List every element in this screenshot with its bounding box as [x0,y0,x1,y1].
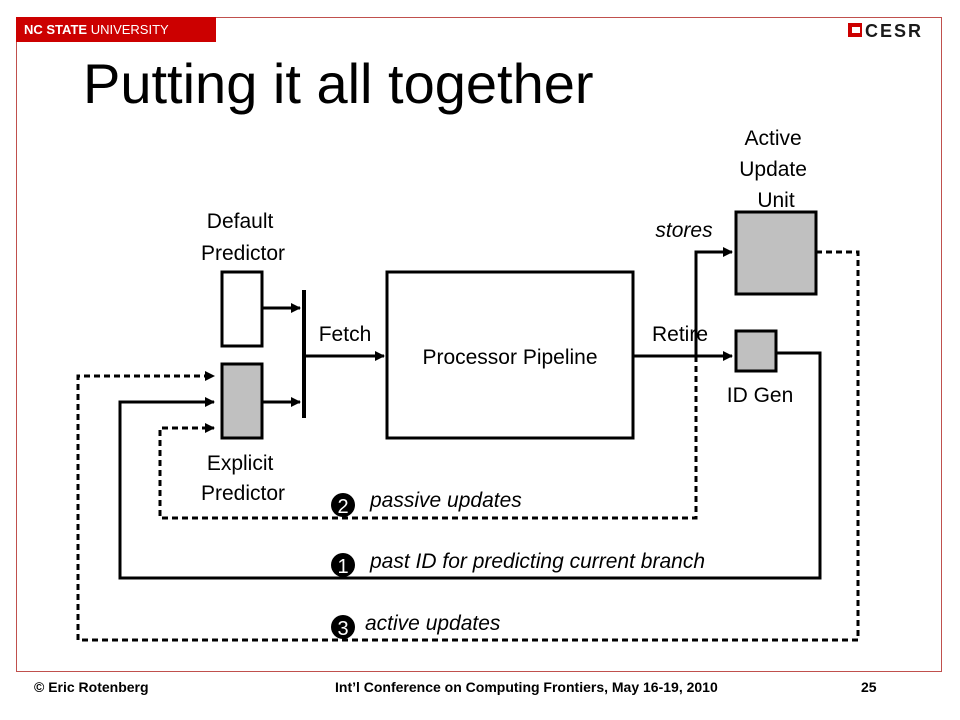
slide-title: Putting it all together [83,52,594,115]
passive-updates-path [158,356,698,520]
footer-author: © Eric Rotenberg [34,679,149,695]
active-updates-path [76,250,860,642]
stores-arrow [694,247,733,356]
fetch-label: Fetch [319,323,372,346]
explicit-predictor-box [220,362,264,440]
past-id-label: past ID for predicting current branch [369,550,705,573]
university-banner: NC STATE UNIVERSITY [16,17,216,42]
active-update-unit-box [734,210,818,296]
default-predictor-label: Default Predictor [201,210,285,265]
path-1-number: 1 [337,556,348,578]
id-gen-box [734,329,778,373]
path-2-label: 2 passive updates [331,489,522,518]
slide-frame [16,17,942,672]
explicit-predictor-label: Explicit Predictor [201,452,285,505]
path-2-badge [331,493,355,517]
path-3-badge [331,615,355,639]
passive-updates-label: passive updates [369,489,522,512]
path-1-badge [331,553,355,577]
svg-text:CESR: CESR [865,21,923,40]
active-update-unit-label: Active Update Unit [739,127,813,212]
path-3-number: 3 [337,618,348,640]
active-updates-label: active updates [365,612,501,635]
path-2-number: 2 [337,496,348,518]
retire-label: Retire [652,323,708,346]
default-predictor-box [220,270,264,348]
cesr-logo: CESR [848,21,923,40]
path-3-label: 3 active updates [331,612,501,640]
past-id-path [118,351,822,580]
processor-pipeline-label: Processor Pipeline [422,346,597,369]
stores-label: stores [655,219,713,242]
footer-conference: Int’l Conference on Computing Frontiers,… [335,679,718,695]
path-1-label: 1 past ID for predicting current branch [331,550,705,578]
footer-page-number: 25 [861,679,877,695]
id-gen-label: ID Gen [727,384,794,407]
